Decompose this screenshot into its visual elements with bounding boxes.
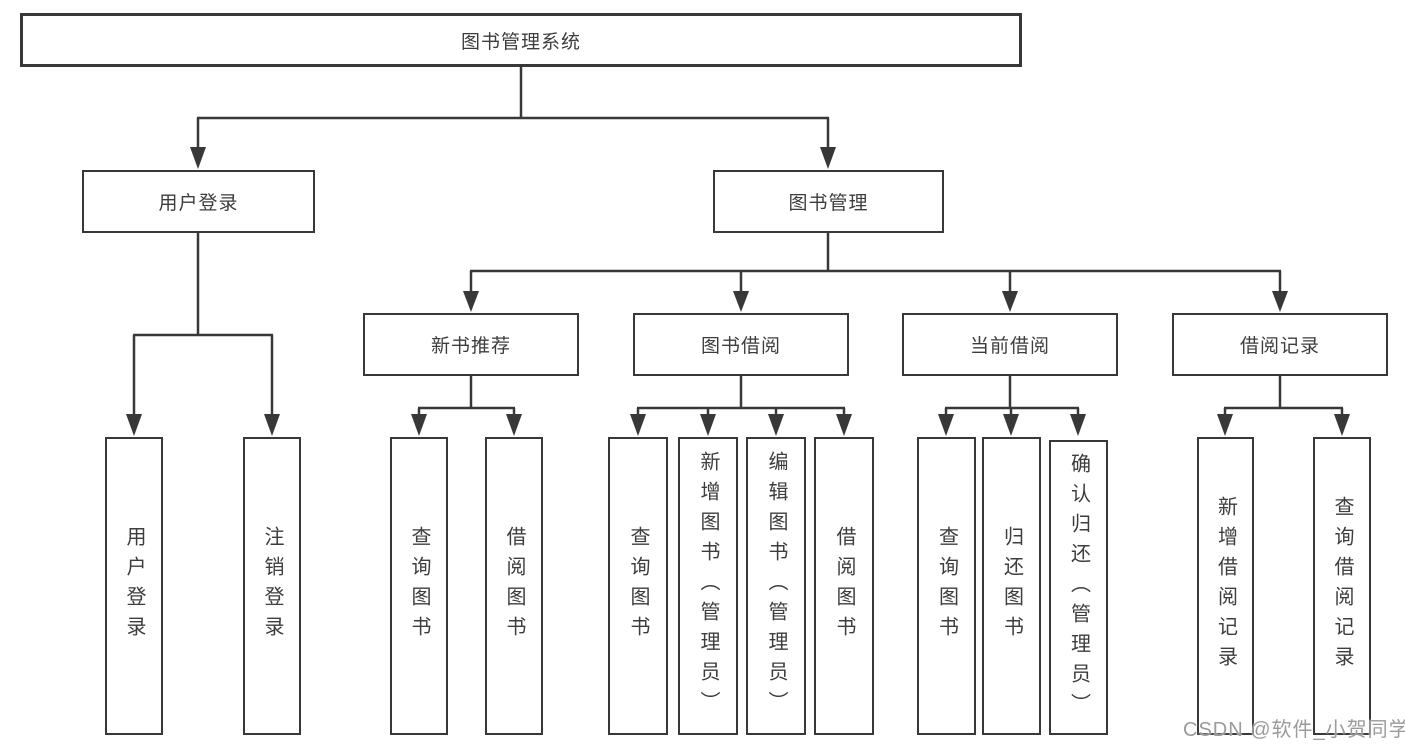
leaf-edit-books-admin: 编辑图书（管理员）: [746, 437, 806, 735]
leaf-logout: 注销登录: [243, 437, 301, 735]
leaf-query-books-recommend: 查询图书: [390, 437, 448, 735]
leaf-label: 新增借阅记录: [1214, 496, 1237, 676]
arrowhead-icons: [126, 147, 1350, 436]
leaf-borrow-books-borrowing: 借阅图书: [814, 437, 874, 735]
node-borrowing-records: 借阅记录: [1172, 313, 1388, 376]
leaf-confirm-return-admin: 确认归还（管理员）: [1049, 440, 1108, 735]
leaf-label: 注销登录: [261, 526, 283, 646]
leaf-query-books-borrowing: 查询图书: [608, 437, 668, 735]
leaf-label: 借阅图书: [503, 526, 525, 646]
leaf-label: 查询借阅记录: [1331, 496, 1353, 676]
node-book-borrowing: 图书借阅: [633, 313, 849, 376]
node-new-book-recommendation: 新书推荐: [363, 313, 579, 376]
leaf-label: 查询图书: [627, 526, 649, 646]
watermark: CSDN @软件_小贺同学: [1183, 719, 1405, 741]
leaf-add-borrow-record: 新增借阅记录: [1197, 437, 1254, 735]
node-user-login: 用户登录: [82, 170, 315, 233]
node-library-management-system: 图书管理系统: [20, 13, 1022, 67]
leaf-borrow-books-recommend: 借阅图书: [485, 437, 543, 735]
leaf-label: 新增图书（管理员）: [697, 451, 719, 721]
leaf-label: 归还图书: [1000, 526, 1023, 646]
node-current-borrowing: 当前借阅: [902, 313, 1118, 376]
leaf-label: 查询图书: [935, 526, 958, 646]
leaf-label: 用户登录: [123, 526, 145, 646]
leaf-query-borrow-record: 查询借阅记录: [1313, 437, 1371, 735]
leaf-label: 查询图书: [408, 526, 430, 646]
node-book-management: 图书管理: [713, 170, 944, 233]
leaf-label: 编辑图书（管理员）: [765, 451, 787, 721]
leaf-add-books-admin: 新增图书（管理员）: [678, 437, 738, 735]
leaf-return-books: 归还图书: [982, 437, 1041, 735]
leaf-label: 借阅图书: [833, 526, 855, 646]
leaf-label: 确认归还（管理员）: [1067, 452, 1090, 723]
leaf-query-books-current: 查询图书: [917, 437, 976, 735]
leaf-user-login: 用户登录: [105, 437, 163, 735]
